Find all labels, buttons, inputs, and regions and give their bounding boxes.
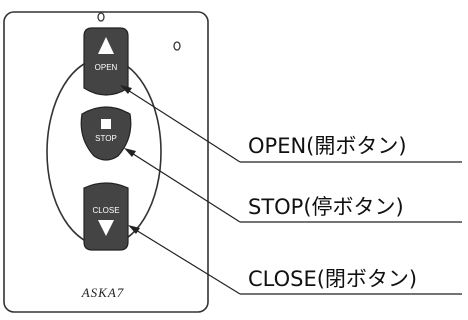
close-button[interactable]: CLOSE <box>83 182 129 251</box>
top-led-indicator <box>97 12 105 22</box>
stop-leader-line <box>126 149 462 223</box>
stop-button-label: STOP <box>95 134 117 143</box>
stop-square-icon <box>101 119 111 129</box>
close-callout-label: CLOSE(閉ボタン) <box>248 267 417 291</box>
status-led-indicator <box>173 41 181 51</box>
open-leader-arrowhead <box>120 85 132 94</box>
open-button[interactable]: OPEN <box>83 27 129 96</box>
remote-body <box>3 11 209 313</box>
stop-button[interactable]: STOP <box>80 106 132 161</box>
close-leader-line <box>130 226 462 295</box>
open-leader-line <box>122 86 462 163</box>
close-button-label: CLOSE <box>92 206 119 215</box>
up-arrow-icon <box>98 37 114 54</box>
stop-leader-arrowhead <box>124 148 136 157</box>
down-arrow-icon <box>98 220 114 236</box>
open-button-label: OPEN <box>95 63 118 72</box>
brand-label: ASKA7 <box>81 285 125 300</box>
close-leader-arrowhead <box>128 225 140 234</box>
open-callout-label: OPEN(開ボタン) <box>248 134 407 158</box>
stop-callout-label: STOP(停ボタン) <box>248 195 404 219</box>
